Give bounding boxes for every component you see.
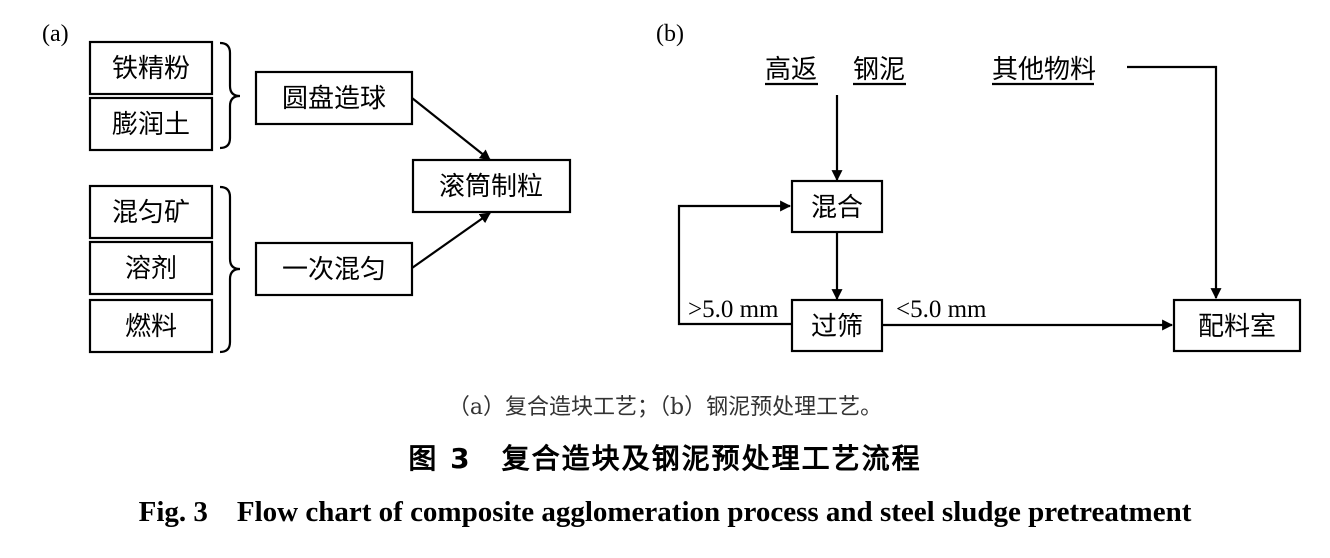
input-label-bentonite: 膨润土: [112, 110, 190, 140]
step-label-primary-mixing: 一次混匀: [282, 255, 386, 285]
figure-title-cn: 图 3 复合造块及钢泥预处理工艺流程: [408, 442, 921, 475]
arrow-oversize-recycle: [677, 200, 792, 326]
process-box-mixing: 混合: [790, 179, 884, 234]
process-label-batching-room: 配料室: [1198, 312, 1276, 342]
panel-b-label: (b): [656, 21, 684, 47]
process-box-screening: 过筛: [790, 298, 884, 353]
panel-a-label: (a): [42, 21, 69, 47]
output-box-drum-granulation: 滚筒制粒: [411, 158, 572, 214]
step-box-disc-pelletizing: 圆盘造球: [254, 70, 414, 126]
input-label-flux: 溶剂: [125, 254, 177, 284]
arrow-pelletizing-to-granulation: [411, 97, 491, 161]
input-label-iron-concentrate: 铁精粉: [112, 54, 190, 84]
input-box-flux: 溶剂: [88, 240, 214, 296]
arrow-mixing-to-granulation: [411, 212, 491, 269]
process-label-screening: 过筛: [811, 312, 863, 342]
step-box-primary-mixing: 一次混匀: [254, 241, 414, 297]
brace-group1: [219, 41, 241, 150]
process-label-mixing: 混合: [811, 193, 863, 223]
brace-group2: [219, 185, 241, 354]
step-label-disc-pelletizing: 圆盘造球: [282, 84, 386, 114]
edge-label-oversize: >5.0 mm: [688, 296, 779, 323]
input-label-fuel: 燃料: [125, 312, 177, 342]
output-label-drum-granulation: 滚筒制粒: [439, 172, 543, 202]
figure-title-en: Fig. 3 Flow chart of composite agglomera…: [139, 496, 1192, 528]
edge-label-undersize: <5.0 mm: [896, 296, 987, 323]
input-box-fuel: 燃料: [88, 298, 214, 354]
process-box-batching-room: 配料室: [1172, 298, 1302, 353]
input-label-blended-ore: 混匀矿: [112, 198, 190, 228]
subcaption: （a）复合造块工艺；（b）钢泥预处理工艺。: [448, 395, 882, 420]
input-box-iron-concentrate: 铁精粉: [88, 40, 214, 96]
source-label-steel-sludge: 钢泥: [853, 55, 905, 85]
source-label-high-return: 高返: [765, 55, 817, 85]
source-label-other-materials: 其他物料: [992, 55, 1096, 85]
input-box-bentonite: 膨润土: [88, 96, 214, 152]
input-box-blended-ore: 混匀矿: [88, 184, 214, 240]
arrow-other-materials-to-batching: [1127, 65, 1222, 300]
